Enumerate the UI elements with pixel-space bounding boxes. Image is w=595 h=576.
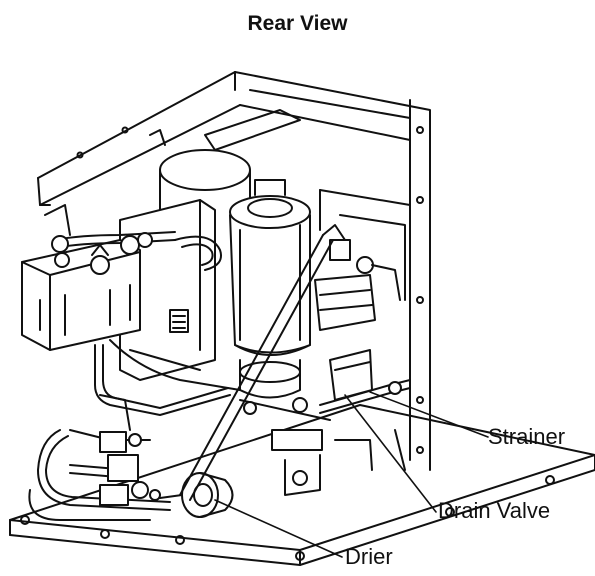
callout-strainer: Strainer bbox=[488, 424, 566, 449]
frame bbox=[37, 71, 431, 471]
compressor bbox=[229, 179, 311, 399]
callout-drier: Drier bbox=[345, 544, 393, 569]
diagram-title: Rear View bbox=[247, 12, 348, 35]
strainer-assembly bbox=[239, 349, 406, 496]
diagonal-pipes bbox=[179, 224, 346, 501]
upper-tank bbox=[159, 149, 251, 216]
callout-drain-valve: Drain Valve bbox=[438, 498, 551, 523]
mid-piping bbox=[94, 339, 411, 416]
drier bbox=[159, 472, 234, 518]
lower-piping bbox=[28, 394, 171, 521]
upper-piping bbox=[44, 204, 222, 271]
leader-lines bbox=[214, 391, 489, 558]
reservoir bbox=[21, 239, 141, 351]
electrical-right bbox=[314, 239, 401, 331]
side-panel bbox=[319, 189, 411, 441]
